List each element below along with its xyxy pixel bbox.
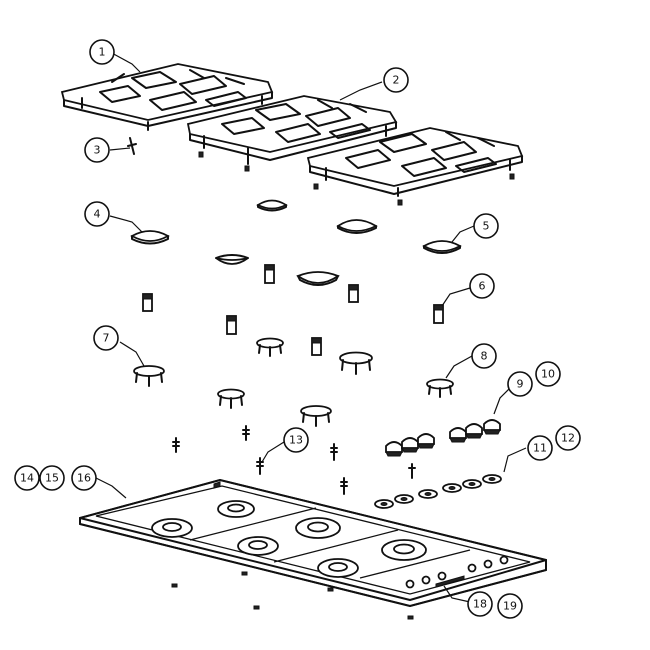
injector xyxy=(348,284,359,303)
callout-label: 9 xyxy=(517,378,524,391)
burner-base xyxy=(426,378,454,398)
callout-9: 9 xyxy=(507,371,533,397)
callout-15: 15 xyxy=(39,465,65,491)
callout-13: 13 xyxy=(283,427,309,453)
knob-bezels xyxy=(374,474,502,509)
callout-label: 18 xyxy=(473,598,487,611)
fixing-screws xyxy=(171,571,414,620)
callout-label: 1 xyxy=(99,46,106,59)
callout-11: 11 xyxy=(527,435,553,461)
callout-label: 19 xyxy=(503,600,517,613)
callout-label: 3 xyxy=(94,144,101,157)
burner-cap xyxy=(336,219,378,234)
burner-cap xyxy=(256,199,288,212)
burner-cap xyxy=(422,240,462,254)
callout-label: 6 xyxy=(479,280,486,293)
callout-4: 4 xyxy=(84,201,110,227)
injector xyxy=(433,304,444,324)
burner-caps xyxy=(130,199,462,286)
burner-bases xyxy=(133,337,454,427)
burner-base xyxy=(256,337,284,357)
burner-cap xyxy=(296,271,340,286)
injector xyxy=(142,293,153,312)
gas-injectors xyxy=(142,264,444,356)
callout-label: 10 xyxy=(541,368,555,381)
callout-6: 6 xyxy=(469,273,495,299)
callout-14: 14 xyxy=(14,465,40,491)
callout-label: 11 xyxy=(533,442,547,455)
burner-base xyxy=(300,405,332,427)
callout-1: 1 xyxy=(89,39,115,65)
callout-label: 16 xyxy=(77,472,91,485)
grate-screw xyxy=(127,137,137,155)
injector xyxy=(226,315,237,335)
burner-cap xyxy=(130,230,170,245)
burner-base xyxy=(133,365,165,387)
callout-2: 2 xyxy=(383,67,409,93)
callout-16: 16 xyxy=(71,465,97,491)
burner-grate-right xyxy=(306,127,524,197)
callout-7: 7 xyxy=(93,325,119,351)
callout-12: 12 xyxy=(555,425,581,451)
callout-5: 5 xyxy=(473,213,499,239)
injector xyxy=(264,264,275,284)
callout-18: 18 xyxy=(467,591,493,617)
grate-feet xyxy=(198,151,515,206)
callout-label: 13 xyxy=(289,434,303,447)
leader-lines xyxy=(95,51,527,603)
callout-19: 19 xyxy=(497,593,523,619)
callout-label: 7 xyxy=(103,332,110,345)
burner-grate-left xyxy=(60,63,274,131)
injector xyxy=(311,337,322,356)
burner-base xyxy=(339,351,373,375)
cooktop-top-panel xyxy=(79,479,547,607)
callout-3: 3 xyxy=(84,137,110,163)
burner-base xyxy=(217,388,245,409)
callout-label: 12 xyxy=(561,432,575,445)
callout-8: 8 xyxy=(471,343,497,369)
callout-label: 5 xyxy=(483,220,490,233)
igniter-electrodes xyxy=(172,425,416,495)
burner-cap xyxy=(215,254,249,265)
callout-10: 10 xyxy=(535,361,561,387)
control-knobs xyxy=(385,419,501,457)
burner-grate-center xyxy=(186,95,398,165)
callout-label: 2 xyxy=(393,74,400,87)
callout-label: 14 xyxy=(20,472,34,485)
callout-label: 4 xyxy=(94,208,101,221)
callout-label: 15 xyxy=(45,472,59,485)
callout-label: 8 xyxy=(481,350,488,363)
